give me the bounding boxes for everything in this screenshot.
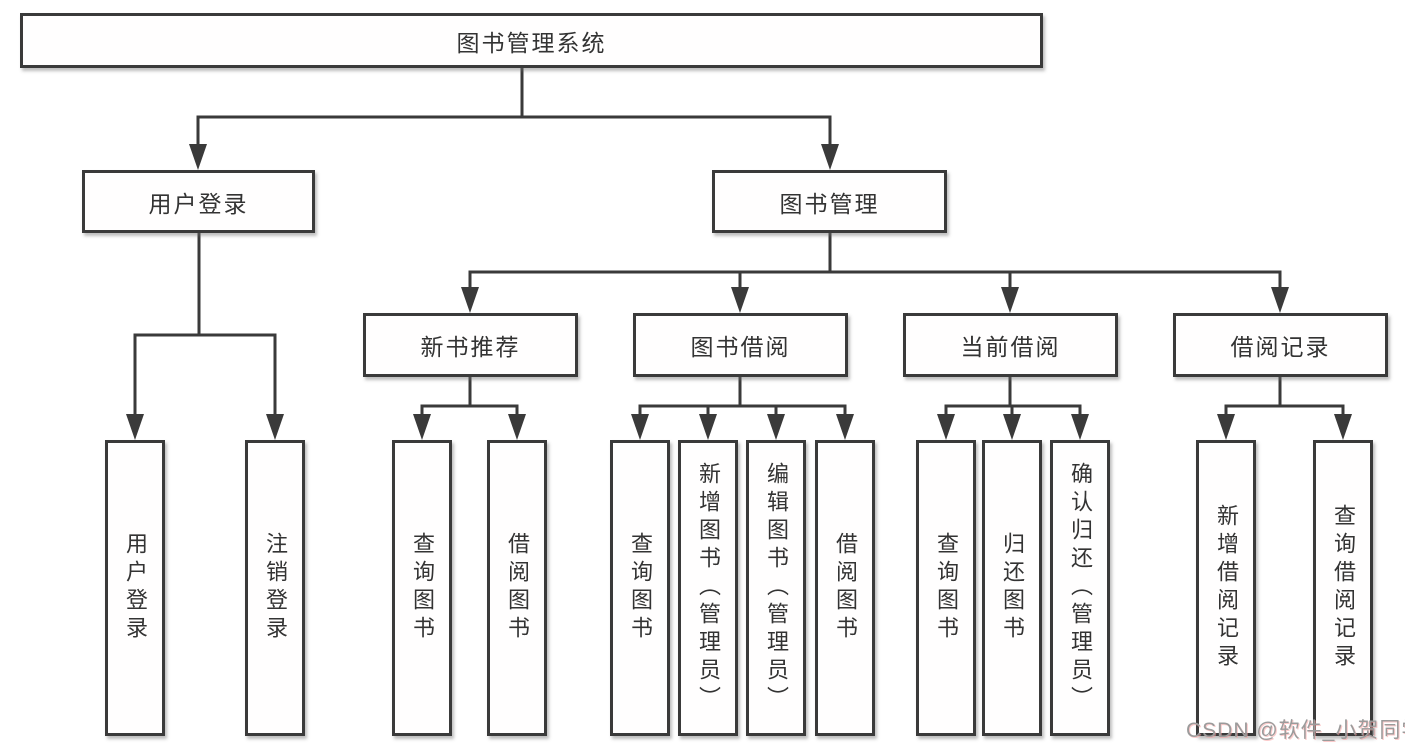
leaf-query-books-current: 查询图书 [916, 440, 976, 736]
node-label: 新增借阅记录 [1214, 504, 1239, 672]
node-label: 新增图书（管理员） [696, 462, 721, 714]
arrowheads [126, 144, 1352, 440]
node-borrow-records: 借阅记录 [1173, 313, 1388, 377]
node-label: 查询图书 [934, 532, 959, 644]
leaf-query-books-borrow: 查询图书 [610, 440, 670, 736]
node-label: 图书管理系统 [456, 29, 607, 56]
leaf-borrow-books-recommend: 借阅图书 [487, 440, 547, 736]
leaf-add-borrow-record: 新增借阅记录 [1196, 440, 1256, 736]
node-user-login: 用户登录 [82, 170, 315, 233]
leaf-edit-books-admin: 编辑图书（管理员） [746, 440, 806, 736]
node-book-borrow: 图书借阅 [633, 313, 848, 377]
node-label: 借阅记录 [1230, 334, 1331, 360]
leaf-user-login: 用户登录 [105, 440, 165, 736]
node-label: 注销登录 [263, 532, 288, 644]
node-label: 编辑图书（管理员） [764, 462, 789, 714]
node-label: 图书借阅 [690, 334, 791, 360]
node-label: 归还图书 [1000, 532, 1025, 644]
node-label: 查询图书 [628, 532, 653, 644]
node-label: 用户登录 [148, 190, 249, 217]
node-label: 确认归还（管理员） [1068, 462, 1093, 714]
node-label: 借阅图书 [505, 532, 530, 644]
node-label: 查询图书 [410, 532, 435, 644]
node-library-management-system: 图书管理系统 [20, 13, 1043, 68]
node-current-borrow: 当前借阅 [903, 313, 1118, 377]
node-label: 查询借阅记录 [1331, 504, 1356, 672]
node-new-book-recommend: 新书推荐 [363, 313, 578, 377]
leaf-logout: 注销登录 [245, 440, 305, 736]
node-label: 用户登录 [123, 532, 148, 644]
leaf-query-borrow-record: 查询借阅记录 [1313, 440, 1373, 736]
node-label: 图书管理 [779, 190, 880, 217]
node-book-management: 图书管理 [712, 170, 947, 233]
leaf-return-books: 归还图书 [982, 440, 1042, 736]
leaf-query-books-recommend: 查询图书 [392, 440, 452, 736]
csdn-watermark: CSDN @软件_小贺同学 [1186, 719, 1405, 742]
node-label: 新书推荐 [420, 334, 521, 360]
leaf-borrow-books: 借阅图书 [815, 440, 875, 736]
node-label: 当前借阅 [960, 334, 1061, 360]
leaf-add-books-admin: 新增图书（管理员） [678, 440, 738, 736]
leaf-confirm-return-admin: 确认归还（管理员） [1050, 440, 1110, 736]
node-label: 借阅图书 [833, 532, 858, 644]
